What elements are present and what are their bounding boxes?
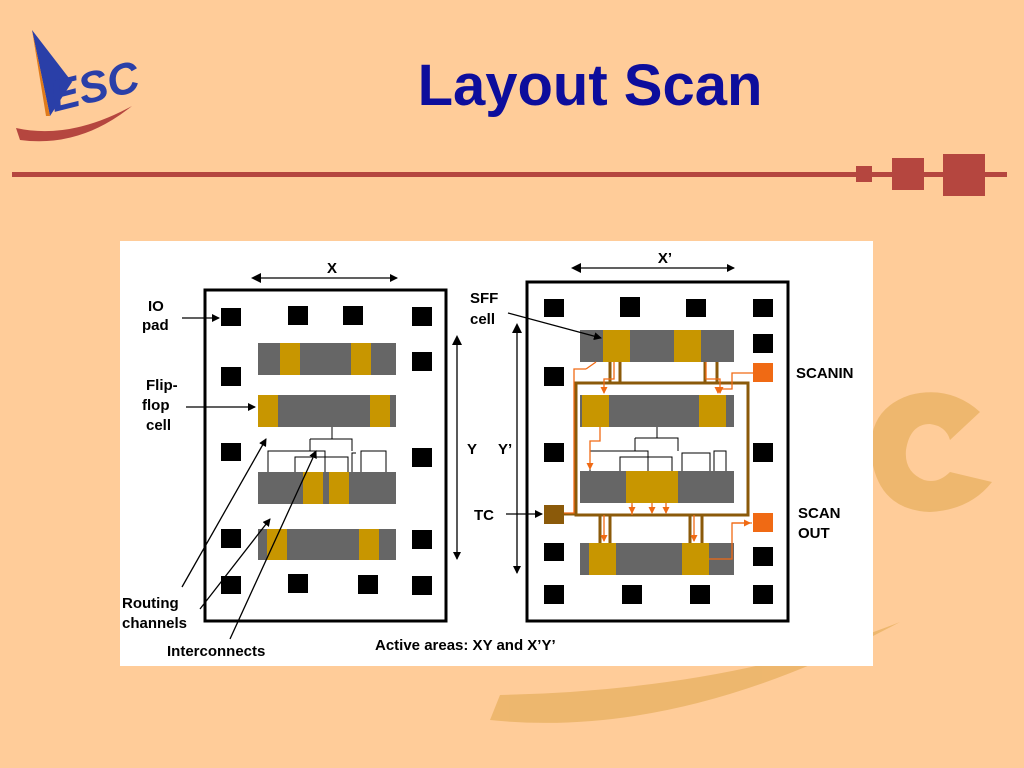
figure-caption: Active areas: XY and X’Y’ xyxy=(375,637,556,654)
io-pad xyxy=(221,443,241,461)
io-pad xyxy=(343,306,363,325)
io-pad xyxy=(288,574,308,593)
interconnects-label: Interconnects xyxy=(167,643,265,660)
io-pad xyxy=(221,367,241,386)
logo-sail-icon xyxy=(32,30,72,116)
sff-cell xyxy=(603,330,630,362)
sff-cell xyxy=(626,471,678,503)
sff-cell xyxy=(682,543,709,575)
y-dimension-label: Y xyxy=(467,441,477,458)
y-prime-dimension-label: Y’ xyxy=(498,441,512,458)
io-pad xyxy=(690,585,710,604)
io-pad xyxy=(544,543,564,561)
tc-pin xyxy=(544,505,564,524)
io-pad xyxy=(622,585,642,604)
io-pad xyxy=(753,299,773,317)
layout-scan-diagram: X Y xyxy=(122,250,854,660)
flip-flop-cell xyxy=(303,472,323,504)
divider-square-large xyxy=(943,154,985,196)
io-pad xyxy=(221,308,241,326)
io-pad xyxy=(544,443,564,462)
title-divider xyxy=(12,154,1007,196)
left-io-pads xyxy=(221,306,432,595)
io-pad xyxy=(753,334,773,353)
divider-square-small xyxy=(856,166,872,182)
routing-pointer-2 xyxy=(199,518,271,610)
io-pad xyxy=(620,297,640,317)
flip-flop-cell xyxy=(351,343,371,375)
interconnects-pointer xyxy=(229,450,317,640)
io-pad xyxy=(221,529,241,548)
io-pad xyxy=(412,530,432,549)
right-cell-rows xyxy=(580,330,734,575)
scanin-label: SCANIN xyxy=(796,365,854,382)
io-pad xyxy=(753,547,773,566)
io-pad xyxy=(544,299,564,317)
sff-pointer xyxy=(507,312,602,341)
flip-flop-cell xyxy=(280,343,300,375)
cell-row xyxy=(258,343,396,375)
io-pad xyxy=(686,299,706,317)
io-pad xyxy=(753,585,773,604)
flip-flop-cell xyxy=(258,395,278,427)
io-pad xyxy=(412,352,432,371)
io-pad xyxy=(753,443,773,462)
scanin-pin xyxy=(753,363,773,382)
sff-cell xyxy=(699,395,726,427)
scanout-label-line2: OUT xyxy=(798,525,830,542)
left-interconnects xyxy=(267,427,387,472)
routing-label-line1: Routing xyxy=(122,595,179,612)
scan-chain-routing xyxy=(564,362,750,543)
flip-flop-cell xyxy=(267,529,287,560)
io-pad xyxy=(412,576,432,595)
x-prime-dimension-label: X’ xyxy=(658,250,672,267)
io-pad xyxy=(288,306,308,325)
sff-label-line1: SFF xyxy=(470,290,498,307)
routing-label-line2: channels xyxy=(122,615,187,632)
scan-paths xyxy=(564,361,754,560)
flip-flop-cell xyxy=(359,529,379,560)
left-cell-rows xyxy=(258,343,396,560)
flip-flop-cell xyxy=(370,395,390,427)
x-dimension-label: X xyxy=(327,260,337,277)
io-pad-label-line2: pad xyxy=(142,317,169,334)
right-chip-outline xyxy=(525,280,790,623)
right-io-pads xyxy=(544,297,773,604)
sff-label-line2: cell xyxy=(470,311,495,328)
cell-row xyxy=(258,472,396,504)
io-pad xyxy=(221,576,241,594)
scanout-pin xyxy=(753,513,773,532)
sff-cell xyxy=(589,543,616,575)
io-pad-label-line1: IO xyxy=(148,298,164,315)
flip-flop-label-line3: cell xyxy=(146,417,171,434)
divider-square-medium xyxy=(892,158,924,190)
io-pad xyxy=(412,307,432,326)
routing-pointer-1 xyxy=(181,438,267,588)
right-layout: X’ Y’ xyxy=(470,250,854,623)
io-pad xyxy=(544,367,564,386)
sff-cell xyxy=(674,330,701,362)
layout-scan-figure: X Y xyxy=(120,241,873,666)
tc-label: TC xyxy=(474,507,494,524)
io-pad xyxy=(412,448,432,467)
flip-flop-label-line2: flop xyxy=(142,397,170,414)
esc-logo: ESC xyxy=(16,30,145,142)
logo-swoosh xyxy=(16,106,132,142)
left-chip-outline xyxy=(203,288,448,623)
flip-flop-label-line1: Flip- xyxy=(146,377,178,394)
io-pad xyxy=(544,585,564,604)
sff-cell xyxy=(582,395,609,427)
scanout-label-line1: SCAN xyxy=(798,505,841,522)
page-title: Layout Scan xyxy=(417,53,763,118)
right-interconnects xyxy=(589,427,727,471)
io-pad xyxy=(358,575,378,594)
left-layout: X Y xyxy=(122,260,477,660)
flip-flop-cell xyxy=(329,472,349,504)
